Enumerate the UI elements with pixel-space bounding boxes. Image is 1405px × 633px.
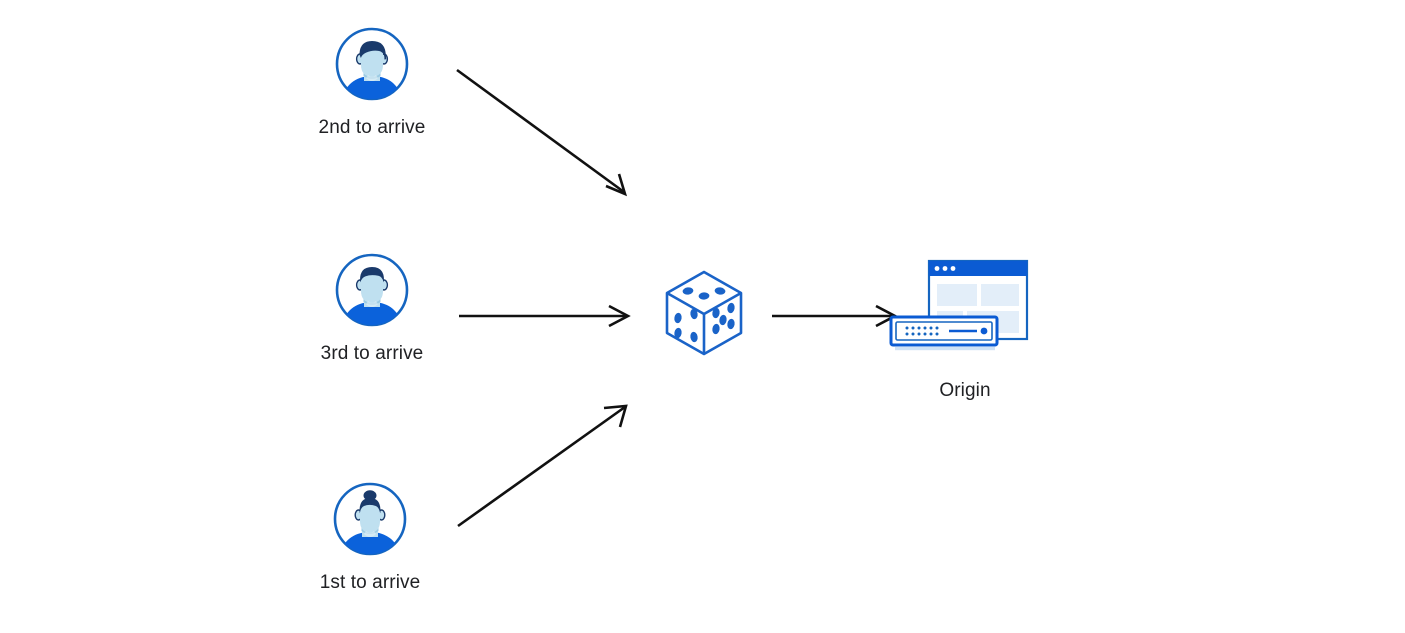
user-avatar-icon	[332, 481, 408, 557]
user-avatar-icon	[334, 252, 410, 328]
node-label-user-bottom: 1st to arrive	[319, 572, 421, 593]
node-label-user-middle: 3rd to arrive	[320, 343, 424, 364]
node-randomizer[interactable]	[660, 267, 748, 359]
edge-user-bottom-to-dice	[457, 404, 628, 528]
edge-dice-to-origin	[772, 304, 898, 328]
node-user-bottom[interactable]: 1st to arrive	[290, 481, 450, 595]
node-label-user-top: 2nd to arrive	[318, 117, 426, 138]
edge-user-middle-to-dice	[459, 304, 631, 328]
user-avatar-icon	[334, 26, 410, 102]
edge-user-top-to-dice	[456, 68, 628, 197]
node-origin[interactable]: Origin	[885, 255, 1045, 403]
node-user-top[interactable]: 2nd to arrive	[292, 26, 452, 140]
server-browser-icon	[885, 255, 1045, 363]
server-device-shape	[889, 315, 999, 351]
dice-icon	[660, 267, 748, 359]
node-label-origin: Origin	[939, 380, 991, 401]
node-user-middle[interactable]: 3rd to arrive	[292, 252, 452, 366]
